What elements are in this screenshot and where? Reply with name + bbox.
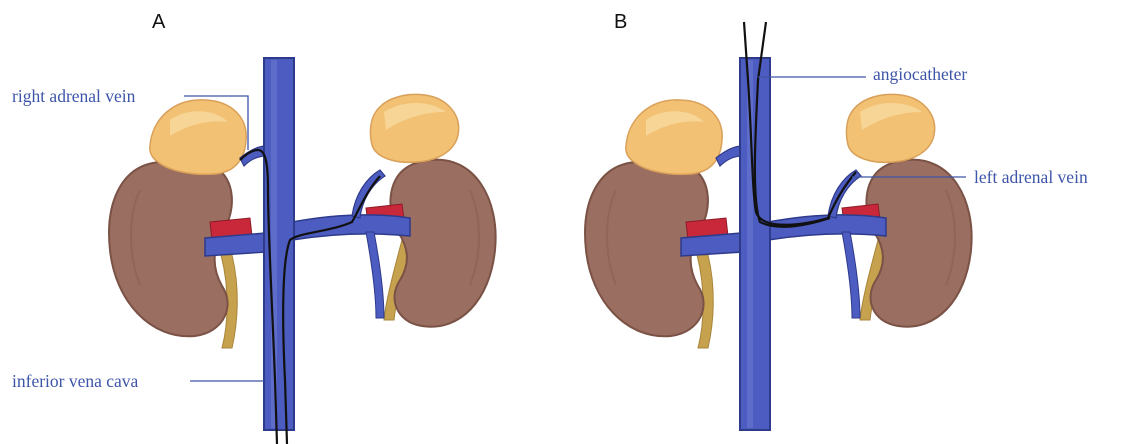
inferior-vena-cava-label: inferior vena cava <box>12 371 139 391</box>
panel-b: B angiocatheter left adrenal vein <box>585 11 1088 430</box>
angiocatheter-label: angiocatheter <box>873 64 967 84</box>
panel-b-anatomy <box>585 58 972 430</box>
right-adrenal-vein-label: right adrenal vein <box>12 86 136 106</box>
left-adrenal-vein-label: left adrenal vein <box>974 167 1088 187</box>
panel-b-letter: B <box>614 11 627 33</box>
panel-a: A right adrenal vein inferior vena cava <box>12 11 496 444</box>
panel-a-letter: A <box>152 11 166 33</box>
panel-a-anatomy <box>109 58 496 430</box>
